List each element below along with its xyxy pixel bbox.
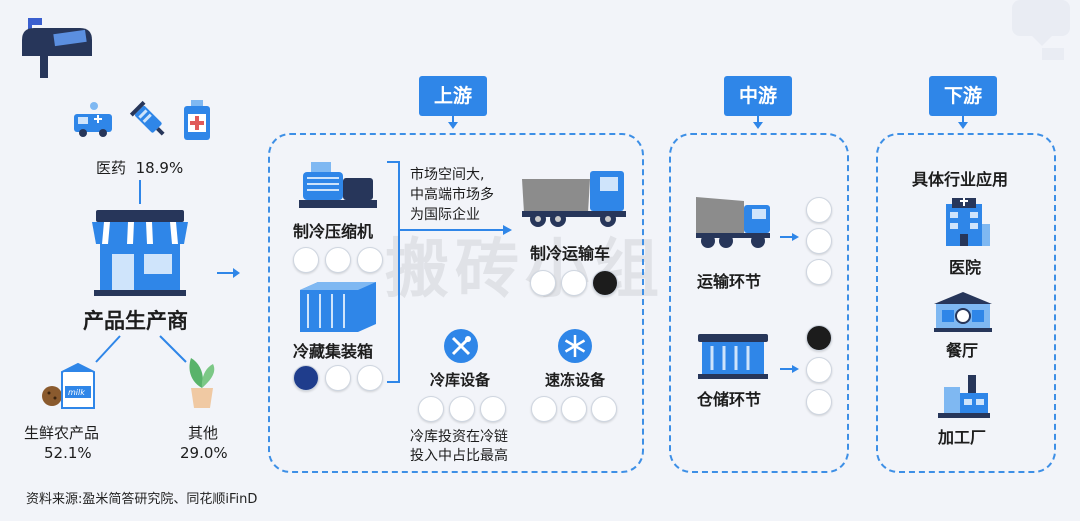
watermark: 搬砖小组: [385, 233, 665, 307]
stage-midstream: 中游: [724, 76, 792, 116]
company-logo: [591, 396, 617, 422]
other-value: 29.0%: [180, 444, 228, 462]
stage-arrow-line: [452, 116, 454, 124]
upstream-panel: [268, 133, 644, 473]
snowflake-icon: [557, 328, 593, 364]
factory-label: 加工厂: [938, 428, 987, 447]
plant-icon: [185, 352, 219, 410]
ambulance-icon: [72, 100, 116, 140]
market-note: 市场空间大, 中高端市场多 为国际企业: [410, 165, 494, 225]
hisense-logo: [480, 396, 506, 422]
aucma-logo: [449, 396, 475, 422]
market-note-line: 市场空间大,: [410, 167, 485, 183]
truck-label: 制冷运输车: [530, 244, 611, 263]
tools-icon: [443, 328, 479, 364]
bracket-connector: [385, 160, 515, 390]
stage-arrow-head: [958, 122, 968, 129]
company-logo: [561, 396, 587, 422]
medicine-share: 医药 18.9%: [96, 157, 183, 178]
downstream-panel: [876, 133, 1056, 473]
investment-note: 冷库投资在冷链 投入中占比最高: [410, 428, 508, 466]
svg-text:milk: milk: [68, 388, 85, 397]
fresh-value: 52.1%: [44, 444, 92, 462]
medicine-bottle-icon: [180, 100, 214, 140]
company-logo: [561, 270, 587, 296]
milk-carton-icon: milk: [40, 362, 96, 410]
hospital-label: 医院: [949, 258, 982, 277]
stage-arrow-head: [448, 122, 458, 129]
stage-downstream: 下游: [929, 76, 997, 116]
hospital-icon: [938, 196, 990, 248]
restaurant-label: 餐厅: [946, 341, 979, 360]
company-logo: [806, 325, 832, 351]
container-icon: [298, 280, 378, 334]
haier-logo: [418, 396, 444, 422]
fresh-label: 生鲜农产品: [24, 424, 100, 442]
investment-note-line: 投入中占比最高: [410, 448, 508, 464]
source-note: 资料来源:盈米简答研究院、同花顺iFinD: [26, 492, 258, 507]
stage-arrow-head: [753, 122, 763, 129]
warehouse-container-icon: [696, 332, 770, 380]
midstream-panel: [669, 133, 849, 473]
company-logo: [325, 365, 351, 391]
factory-icon: [936, 373, 990, 419]
container-label: 冷藏集装箱: [293, 342, 374, 361]
transport-arrow: [780, 232, 800, 242]
quick-freeze-label: 速冻设备: [545, 371, 606, 389]
investment-note-line: 冷库投资在冷链: [410, 429, 508, 445]
decoration-shape: [1012, 0, 1080, 62]
compressor-icon: [297, 160, 379, 210]
stage-upstream: 上游: [419, 76, 487, 116]
medicine-label: 医药: [96, 159, 127, 177]
market-note-line: 中高端市场多: [410, 187, 494, 203]
company-logo: [530, 270, 556, 296]
company-logo: [806, 228, 832, 254]
company-logo: [325, 247, 351, 273]
mailbox-icon: [18, 18, 96, 80]
refrigerated-truck-icon: [518, 165, 630, 231]
company-logo: [806, 389, 832, 415]
cimc-logo: [293, 365, 319, 391]
syringe-icon: [128, 100, 170, 140]
company-logo: [531, 396, 557, 422]
stage-arrow-line: [757, 116, 759, 124]
company-logo: [357, 247, 383, 273]
warehouse-arrow: [780, 364, 800, 374]
restaurant-icon: [932, 290, 994, 332]
company-logo: [592, 270, 618, 296]
company-logo: [357, 365, 383, 391]
cold-storage-label: 冷库设备: [430, 371, 491, 389]
truck-icon: [692, 193, 774, 251]
connector-line: [139, 180, 141, 204]
other-label: 其他: [188, 424, 219, 442]
store-icon: [90, 206, 190, 298]
compressor-label: 制冷压缩机: [293, 222, 374, 241]
company-logo: [806, 197, 832, 223]
company-logo: [806, 357, 832, 383]
medicine-value: 18.9%: [135, 159, 184, 177]
transport-label: 运输环节: [697, 272, 762, 291]
company-logo: [806, 259, 832, 285]
industry-heading: 具体行业应用: [912, 170, 1009, 189]
market-note-line: 为国际企业: [410, 207, 480, 223]
warehouse-label: 仓储环节: [697, 390, 762, 409]
stage-arrow-line: [962, 116, 964, 124]
flow-arrow: [217, 267, 241, 279]
company-logo: [293, 247, 319, 273]
producer-label: 产品生产商: [83, 309, 188, 333]
connector-lines: [90, 334, 200, 364]
